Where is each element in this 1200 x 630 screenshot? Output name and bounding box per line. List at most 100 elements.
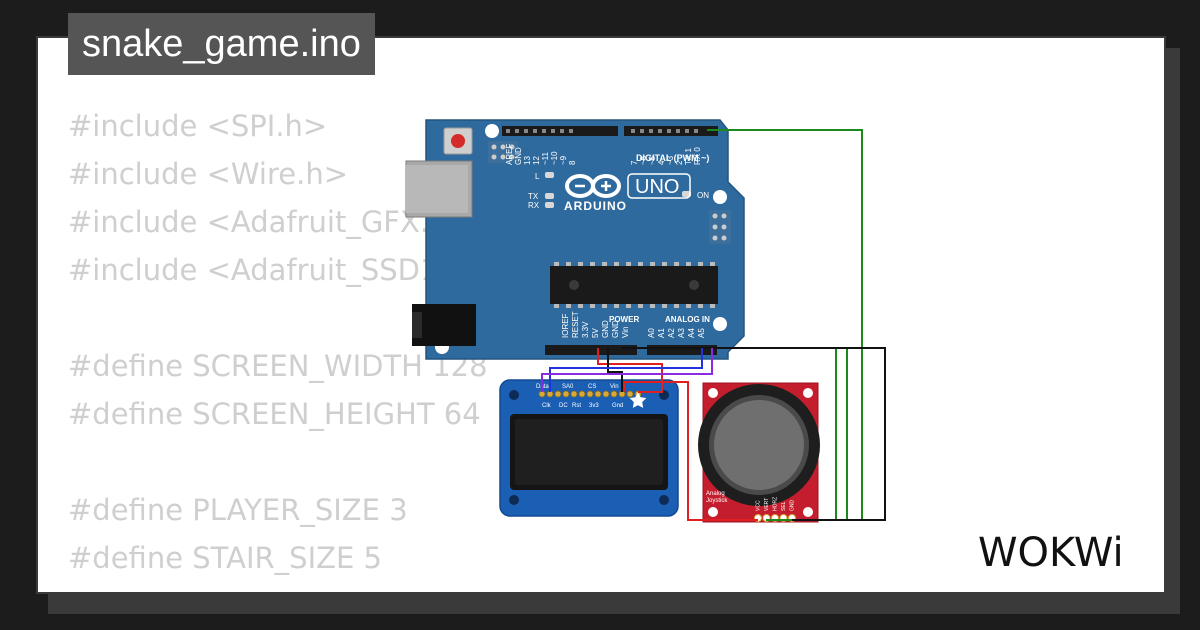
chip-pin bbox=[686, 304, 691, 308]
chip-pin bbox=[554, 304, 559, 308]
analog-pin-label: A2 bbox=[667, 328, 676, 338]
digital-pin-label: 4 bbox=[657, 160, 666, 165]
digital-pin-label: 2 bbox=[675, 160, 684, 165]
digital-pin[interactable] bbox=[658, 129, 662, 133]
usb-connector-face bbox=[406, 165, 468, 213]
wires bbox=[541, 129, 886, 521]
chip-pin bbox=[686, 262, 691, 266]
oled-pin[interactable] bbox=[594, 390, 602, 398]
analog-pin-label: A1 bbox=[657, 328, 666, 338]
digital-pin[interactable] bbox=[506, 129, 510, 133]
digital-pin[interactable] bbox=[542, 129, 546, 133]
file-name-tab: snake_game.ino bbox=[68, 13, 375, 75]
chip-pin bbox=[638, 262, 643, 266]
mounting-hole bbox=[803, 388, 813, 398]
chip-pin bbox=[698, 304, 703, 308]
wire-a5-to-oled-clk bbox=[541, 348, 713, 392]
digital-pin[interactable] bbox=[649, 129, 653, 133]
digital-pin-label: 7 bbox=[630, 160, 639, 165]
code-line: #include <SPI.h> bbox=[68, 109, 328, 143]
mounting-hole bbox=[509, 390, 519, 400]
oled-pin[interactable] bbox=[578, 390, 586, 398]
power-pin-label: 5V bbox=[591, 328, 600, 338]
digital-pin[interactable] bbox=[631, 129, 635, 133]
chip-pin bbox=[650, 262, 655, 266]
joystick-pin-label: VCC bbox=[756, 500, 762, 511]
led-on-label: ON bbox=[697, 191, 709, 200]
chip-pin bbox=[638, 304, 643, 308]
led-l-label: L bbox=[535, 172, 540, 181]
oled-pin[interactable] bbox=[562, 390, 570, 398]
analog-pin-label: A4 bbox=[687, 328, 696, 338]
chip-pin bbox=[554, 262, 559, 266]
oled-bottom-labels: Clk DC Rst 3v3 Gnd bbox=[542, 403, 623, 409]
digital-pin[interactable] bbox=[524, 129, 528, 133]
digital-pin[interactable] bbox=[667, 129, 671, 133]
chip-dot bbox=[569, 280, 579, 290]
oled-pin[interactable] bbox=[554, 390, 562, 398]
mounting-hole bbox=[708, 388, 718, 398]
power-label: POWER bbox=[609, 315, 639, 324]
uno-badge bbox=[627, 173, 691, 199]
uno-label: UNO bbox=[635, 176, 679, 198]
code-line: #define SCREEN_WIDTH 128 bbox=[68, 349, 488, 383]
mounting-hole bbox=[509, 495, 519, 505]
led-on bbox=[682, 191, 691, 197]
chip-pin bbox=[578, 262, 583, 266]
star-icon bbox=[629, 392, 647, 408]
digital-pin-label: ~3 bbox=[666, 155, 675, 165]
digital-pin[interactable] bbox=[676, 129, 680, 133]
chip-pin bbox=[566, 304, 571, 308]
led-rx bbox=[545, 202, 554, 208]
oled-pin[interactable] bbox=[610, 390, 618, 398]
digital-pin[interactable] bbox=[515, 129, 519, 133]
joystick-pin-label: VERT bbox=[764, 498, 770, 511]
analog-header[interactable] bbox=[647, 345, 717, 355]
digital-pin[interactable] bbox=[640, 129, 644, 133]
chip-pin bbox=[710, 304, 715, 308]
chip-pin bbox=[710, 262, 715, 266]
power-pin-label: RESET bbox=[571, 311, 580, 338]
chip-pin bbox=[590, 262, 595, 266]
power-pin-label: Vin bbox=[621, 327, 630, 338]
chip-pin bbox=[626, 262, 631, 266]
analog-label: ANALOG IN bbox=[665, 315, 710, 324]
mounting-hole bbox=[803, 507, 813, 517]
wire-5v-to-oled bbox=[597, 348, 663, 393]
joystick-label-line1: Analog bbox=[706, 491, 725, 497]
chip-pin bbox=[626, 304, 631, 308]
led-tx-label: TX bbox=[528, 192, 539, 201]
digital-pin-dots bbox=[506, 129, 698, 133]
digital-pin[interactable] bbox=[560, 129, 564, 133]
digital-pin-label: ~6 bbox=[639, 155, 648, 165]
arduino-logo-icon bbox=[565, 174, 621, 198]
project-card: #include <SPI.h>#include <Wire.h>#includ… bbox=[36, 36, 1166, 594]
digital-pin[interactable] bbox=[569, 129, 573, 133]
power-header[interactable] bbox=[545, 345, 637, 355]
chip-pin bbox=[614, 262, 619, 266]
oled-pin[interactable] bbox=[602, 390, 610, 398]
chip-pin bbox=[698, 262, 703, 266]
mounting-hole bbox=[713, 190, 727, 204]
oled-pin[interactable] bbox=[570, 390, 578, 398]
digital-pin[interactable] bbox=[551, 129, 555, 133]
digital-pin-label: ~9 bbox=[559, 155, 568, 165]
oled-pin[interactable] bbox=[586, 390, 594, 398]
digital-pin[interactable] bbox=[533, 129, 537, 133]
digital-pin[interactable] bbox=[694, 129, 698, 133]
chip-pin bbox=[602, 304, 607, 308]
digital-pin[interactable] bbox=[685, 129, 689, 133]
oled-display-module[interactable]: Data SA0 CS Vin Clk DC Rst 3v3 Gnd bbox=[499, 379, 679, 517]
oled-pin[interactable] bbox=[626, 390, 634, 398]
analog-pin-label: A0 bbox=[647, 328, 656, 338]
joystick-knob[interactable] bbox=[714, 400, 804, 490]
joystick-pin-label: GND bbox=[790, 500, 796, 512]
chip-dot bbox=[689, 280, 699, 290]
icsp2-header bbox=[709, 210, 731, 244]
chip-pin bbox=[566, 262, 571, 266]
joystick-label-line2: Joystick bbox=[706, 498, 728, 504]
